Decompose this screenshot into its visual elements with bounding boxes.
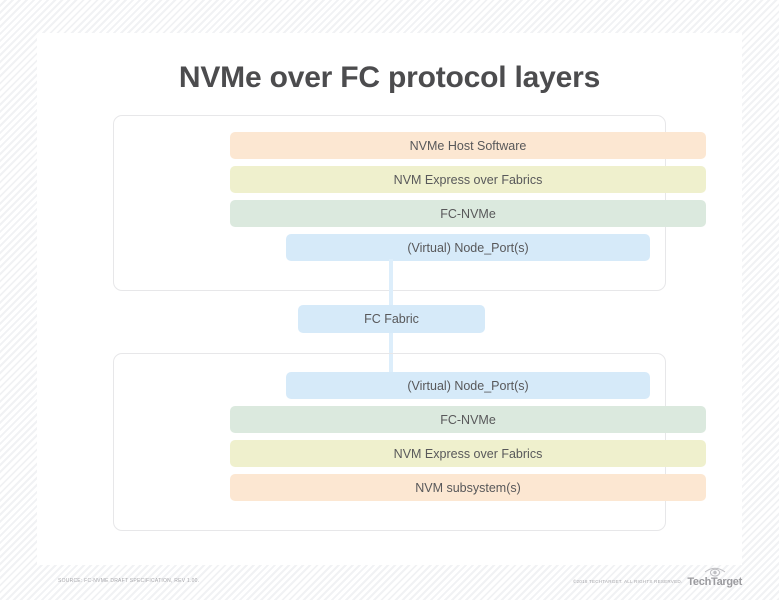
layer-nvm-subsystems: NVM subsystem(s) (230, 474, 706, 501)
connector-host-to-fabric (389, 259, 393, 311)
footer-branding: ©2018 TECHTARGET. ALL RIGHTS RESERVED. T… (573, 566, 742, 588)
target-stack-group: (Virtual) Node_Port(s) FC-NVMe NVM Expre… (113, 353, 706, 531)
diagram-card: NVMe over FC protocol layers NVMe Host S… (37, 33, 742, 565)
layer-fc-nvme-target: FC-NVMe (230, 406, 706, 433)
eye-target-icon (704, 567, 725, 577)
host-stack-group: NVMe Host Software NVM Express over Fabr… (113, 115, 706, 291)
techtarget-logo: TechTarget (687, 566, 742, 588)
fc-fabric-node: FC Fabric (298, 305, 485, 333)
layer-nvm-express-over-fabrics: NVM Express over Fabrics (230, 166, 706, 193)
techtarget-wordmark: TechTarget (687, 576, 742, 588)
layer-nvme-host-software: NVMe Host Software (230, 132, 706, 159)
connector-fabric-to-target (389, 333, 393, 385)
layer-virtual-node-port-host: (Virtual) Node_Port(s) (286, 234, 650, 261)
layer-nvm-express-over-fabrics-target: NVM Express over Fabrics (230, 440, 706, 467)
copyright-notice: ©2018 TECHTARGET. ALL RIGHTS RESERVED. (572, 579, 683, 584)
page-title: NVMe over FC protocol layers (178, 61, 601, 94)
source-note: SOURCE: FC-NVME DRAFT SPECIFICATION, REV… (58, 578, 200, 584)
layer-virtual-node-port-target: (Virtual) Node_Port(s) (286, 372, 650, 399)
layer-fc-nvme: FC-NVMe (230, 200, 706, 227)
